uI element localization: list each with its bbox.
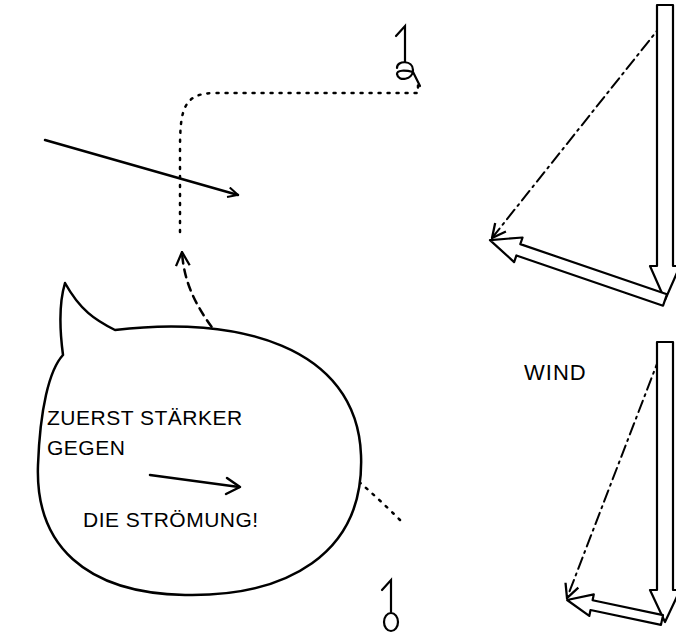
- course-line: [182, 252, 220, 338]
- vector-triangle: [486, 5, 676, 312]
- buoy: [382, 580, 398, 631]
- current-arrow-symbol: [147, 467, 247, 497]
- bubble-text: ZUERST STÄRKER GEGEN: [47, 403, 247, 463]
- current-arrow: [45, 140, 238, 195]
- speech-bubble: ZUERST STÄRKER GEGEN DIE STRÖMUNG!: [35, 325, 365, 595]
- wind-label: WIND: [524, 360, 587, 386]
- vector-triangle: [565, 342, 676, 631]
- course-line: [180, 84, 418, 232]
- speech-bubble: [35, 325, 365, 597]
- bubble-text: DIE STRÖMUNG!: [83, 505, 323, 535]
- buoy: [396, 26, 420, 86]
